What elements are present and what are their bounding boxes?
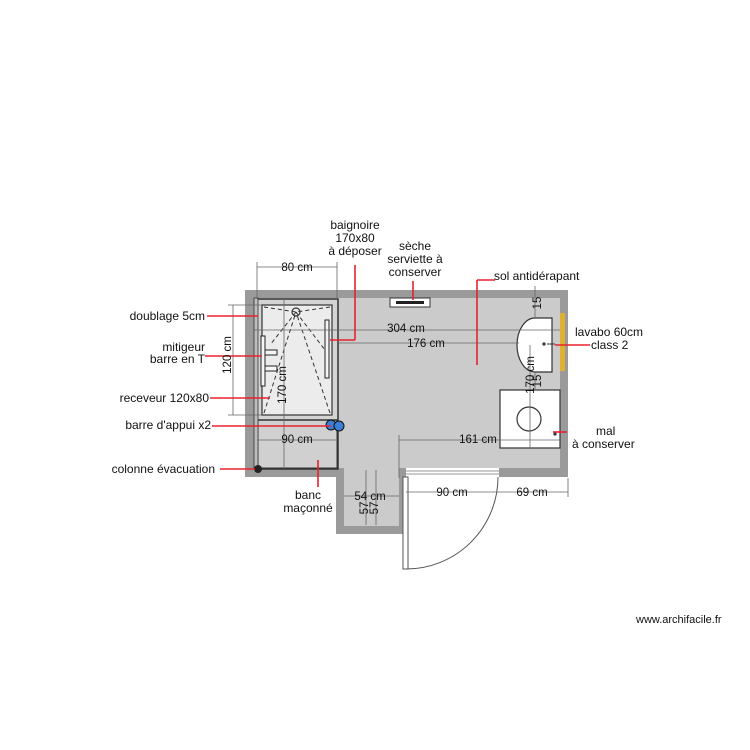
receveur: [261, 304, 333, 416]
dim-90a: 90 cm: [281, 434, 312, 446]
label-seche-serviette: sèche: [399, 239, 431, 253]
dim-15a: 15: [532, 297, 544, 310]
dim-170b: 170 cm: [525, 356, 537, 394]
label-baignoire: baignoire: [330, 218, 380, 232]
dim-69: 69 cm: [516, 487, 547, 499]
label-wc: à conserver: [572, 437, 635, 451]
label-wc: mal: [596, 424, 615, 438]
dim-120: 120 cm: [222, 336, 234, 374]
lavabo: [516, 317, 553, 373]
shower-slope-lines: [263, 306, 331, 414]
door-opening: [406, 468, 499, 477]
barre-appui-icon: [333, 420, 345, 432]
dim-304: 304 cm: [387, 323, 425, 335]
label-seche-serviette: serviette à: [387, 252, 443, 266]
label-colonne: colonne évacuation: [112, 462, 215, 476]
dim-176: 176 cm: [407, 338, 445, 350]
label-baignoire: à déposer: [328, 244, 381, 258]
dim-80: 80 cm: [281, 262, 312, 274]
annotation-lines: [205, 265, 590, 487]
dim-90b: 90 cm: [436, 487, 467, 499]
mitigeur-barre-t: [260, 335, 278, 387]
dim-170a: 170 cm: [277, 366, 289, 404]
bench-area: [257, 419, 338, 469]
label-receveur: receveur 120x80: [120, 391, 210, 405]
dim-54: 54 cm: [354, 491, 385, 503]
label-banc: banc: [295, 488, 321, 502]
watermark: www.archifacile.fr: [635, 614, 722, 626]
label-barre-appui: barre d'appui x2: [125, 418, 211, 432]
dim-57a: 57: [359, 502, 371, 515]
grab-bar-vertical: [324, 319, 330, 379]
label-banc: maçonné: [283, 501, 333, 515]
doublage-wall: [253, 297, 259, 469]
dim-15b: 15: [532, 375, 544, 388]
label-sol: sol antidérapant: [494, 269, 580, 283]
label-baignoire: 170x80: [335, 231, 375, 245]
dim-161: 161 cm: [459, 434, 497, 446]
label-lavabo: class 2: [591, 338, 629, 352]
lavabo-accent: [560, 313, 565, 371]
label-mitigeur: barre en T: [150, 352, 206, 366]
door-leaf: [402, 476, 409, 570]
label-doublage: doublage 5cm: [130, 309, 205, 323]
label-seche-serviette: conserver: [389, 265, 442, 279]
door-swing-arc: [405, 476, 499, 570]
shower-drain: [291, 307, 301, 317]
label-mitigeur: mitigeur: [162, 340, 205, 354]
dimension-lines: [228, 262, 569, 525]
label-lavabo: lavabo 60cm: [575, 325, 643, 339]
colonne-evacuation-icon: [254, 465, 262, 473]
dim-57b: 57: [369, 502, 381, 515]
